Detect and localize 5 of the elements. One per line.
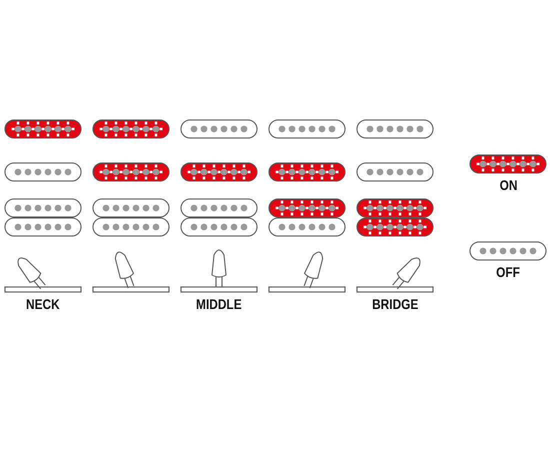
legend-label: OFF [496,264,520,280]
legend-label: ON [499,177,517,193]
switch-position-label: MIDDLE [196,296,242,312]
switch-position-label: NECK [26,296,60,312]
switch-position-label: BRIDGE [372,296,418,312]
